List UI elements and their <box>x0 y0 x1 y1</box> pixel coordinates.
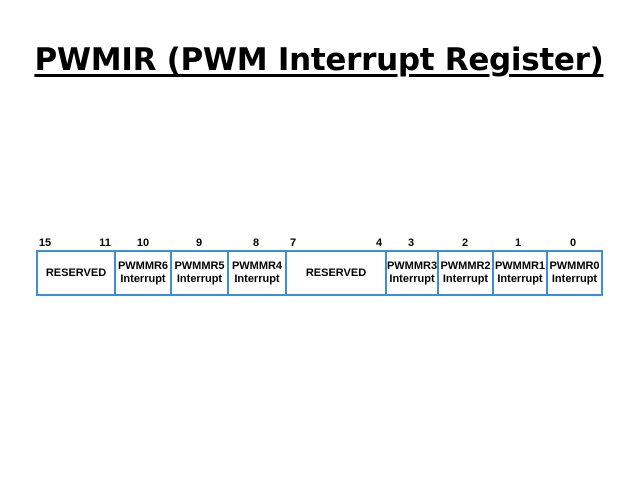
field-sublabel: Interrupt <box>120 273 166 285</box>
field-label: RESERVED <box>305 266 367 279</box>
field-label: PWMMR2 <box>440 260 491 272</box>
field-reserved-low: RESERVED <box>287 252 387 294</box>
field-reserved-high: RESERVED <box>38 252 116 294</box>
field-pwmmr3-interrupt: PWMMR3 Interrupt <box>387 252 439 294</box>
field-label: PWMMR6 <box>117 260 169 272</box>
bit-number-4: 4 <box>375 237 383 249</box>
field-label: RESERVED <box>45 266 107 279</box>
field-sublabel: Interrupt <box>551 273 598 285</box>
bit-number-8: 8 <box>252 237 260 249</box>
field-sublabel: Interrupt <box>442 273 489 285</box>
field-sublabel: Interrupt <box>234 273 280 285</box>
field-label: PWMMR1 <box>494 260 546 272</box>
field-label: PWMMR5 <box>174 260 225 272</box>
bit-number-0: 0 <box>569 237 577 249</box>
bit-number-11: 11 <box>99 237 111 249</box>
field-sublabel: Interrupt <box>497 273 543 285</box>
field-pwmmr2-interrupt: PWMMR2 Interrupt <box>439 252 494 294</box>
field-label: PWMMR3 <box>386 260 438 272</box>
bit-number-7: 7 <box>289 237 297 249</box>
bit-number-1: 1 <box>514 237 522 249</box>
bit-number-9: 9 <box>195 237 203 249</box>
field-pwmmr1-interrupt: PWMMR1 Interrupt <box>494 252 548 294</box>
field-sublabel: Interrupt <box>176 273 223 285</box>
bit-number-3: 3 <box>407 237 415 249</box>
register-diagram: RESERVED PWMMR6 Interrupt PWMMR5 Interru… <box>36 250 603 296</box>
field-pwmmr6-interrupt: PWMMR6 Interrupt <box>116 252 172 294</box>
field-pwmmr0-interrupt: PWMMR0 Interrupt <box>548 252 601 294</box>
field-pwmmr4-interrupt: PWMMR4 Interrupt <box>229 252 287 294</box>
bit-number-15: 15 <box>38 237 52 249</box>
bit-number-10: 10 <box>136 237 150 249</box>
field-label: PWMMR4 <box>231 260 283 272</box>
slide-title: PWMIR (PWM Interrupt Register) <box>34 42 604 78</box>
field-label: PWMMR0 <box>549 260 600 272</box>
field-sublabel: Interrupt <box>389 273 435 285</box>
field-pwmmr5-interrupt: PWMMR5 Interrupt <box>172 252 229 294</box>
bit-number-2: 2 <box>461 237 469 249</box>
